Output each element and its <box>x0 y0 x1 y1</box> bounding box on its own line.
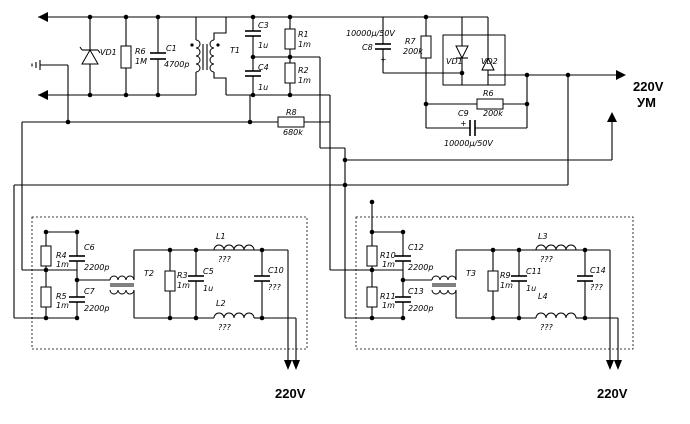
r6-a-value: 1M <box>135 57 147 66</box>
capacitor-c4 <box>245 57 261 95</box>
r1-label: R1 <box>298 30 309 39</box>
c4-value: 1u <box>258 83 268 92</box>
capacitor-c8 <box>375 17 462 74</box>
r10-label: R10 <box>380 251 396 260</box>
l3-value: ??? <box>540 255 553 264</box>
r2-label: R2 <box>298 66 309 75</box>
c4-label: C4 <box>258 63 269 72</box>
c6-value: 2200p <box>84 263 109 272</box>
c12-label: C12 <box>408 243 424 252</box>
c11-label: C11 <box>526 267 542 276</box>
out-220v-top: 220V <box>633 79 664 94</box>
out-220v-right: 220V <box>597 386 628 401</box>
r3-label: R3 <box>177 271 188 280</box>
c14-value: ??? <box>590 283 603 292</box>
r5-value: 1m <box>56 301 69 310</box>
c8-label: C8 <box>362 43 373 52</box>
right-output-block: R10 1m R11 1m C12 2200p C13 2200p T3 R9 <box>330 199 634 401</box>
l3-label: L3 <box>538 232 548 241</box>
c5-label: C5 <box>203 267 214 276</box>
left-output-block: R4 1m R5 1m C6 2200p C7 2200p T2 <box>14 216 308 401</box>
c6-label: C6 <box>84 243 95 252</box>
r6-b-label: R6 <box>483 89 494 98</box>
r6-b-value: 200k <box>483 109 503 118</box>
resistor-r6-bottom <box>476 98 504 110</box>
r8-value: 680k <box>283 128 303 137</box>
vd1-a-label: VD1 <box>100 48 117 57</box>
c13-label: C13 <box>408 287 424 296</box>
c7-value: 2200p <box>84 304 109 313</box>
capacitor-c1 <box>150 17 166 95</box>
c8-plus: + <box>380 55 387 64</box>
transformer-t1 <box>190 17 227 95</box>
r11-label: R11 <box>380 292 396 301</box>
resistor-r6-top <box>120 17 132 95</box>
r9-label: R9 <box>500 271 511 280</box>
c11-value: 1u <box>526 284 536 293</box>
l1-label: L1 <box>216 232 226 241</box>
r4-label: R4 <box>56 251 67 260</box>
out-um-label: УМ <box>637 95 656 110</box>
c12-value: 2200p <box>408 263 433 272</box>
c3-value: 1u <box>258 41 268 50</box>
resistor-r7 <box>420 17 432 128</box>
ground-symbol <box>31 60 69 122</box>
c9-label: C9 <box>458 109 469 118</box>
diode-pair-box <box>442 17 506 86</box>
r1-value: 1m <box>298 40 311 49</box>
top-section: VD1 R6 1M C1 4700p <box>13 12 664 318</box>
r9-value: 1m <box>500 281 513 290</box>
c5-value: 1u <box>203 284 213 293</box>
r7-label: R7 <box>405 37 417 46</box>
c1-value: 4700p <box>164 60 189 69</box>
r11-value: 1m <box>382 301 395 310</box>
r4-value: 1m <box>56 260 69 269</box>
r6-a-label: R6 <box>135 47 146 56</box>
c7-label: C7 <box>84 287 96 296</box>
l4-value: ??? <box>540 323 553 332</box>
l1-value: ??? <box>218 255 231 264</box>
c14-label: C14 <box>590 266 606 275</box>
t1-label: T1 <box>230 46 240 55</box>
c9-plus: + <box>460 119 467 128</box>
r10-value: 1m <box>382 260 395 269</box>
vd2-label: VD2 <box>481 57 498 66</box>
l2-value: ??? <box>218 323 231 332</box>
t3-label: T3 <box>466 269 476 278</box>
c13-value: 2200p <box>408 304 433 313</box>
r3-value: 1m <box>177 281 190 290</box>
vd1-b-label: VD1 <box>446 57 463 66</box>
resistor-r2 <box>284 62 296 95</box>
l4-label: L4 <box>538 292 548 301</box>
c10-label: C10 <box>268 266 284 275</box>
t2-label: T2 <box>144 269 154 278</box>
capacitor-c9 <box>426 120 527 136</box>
c9-value: 10000µ/50V <box>444 139 493 148</box>
c3-label: C3 <box>258 21 269 30</box>
r7-value: 200k <box>403 47 423 56</box>
c10-value: ??? <box>268 283 281 292</box>
zener-diode-vd1 <box>79 17 101 95</box>
l2-label: L2 <box>216 299 226 308</box>
c8-value: 10000µ/50V <box>346 29 395 38</box>
out-220v-left: 220V <box>275 386 306 401</box>
resistor-r8 <box>277 116 305 128</box>
c1-label: C1 <box>166 44 177 53</box>
r2-value: 1m <box>298 76 311 85</box>
r8-label: R8 <box>286 108 297 117</box>
r5-label: R5 <box>56 292 67 301</box>
capacitor-c3 <box>245 17 261 57</box>
